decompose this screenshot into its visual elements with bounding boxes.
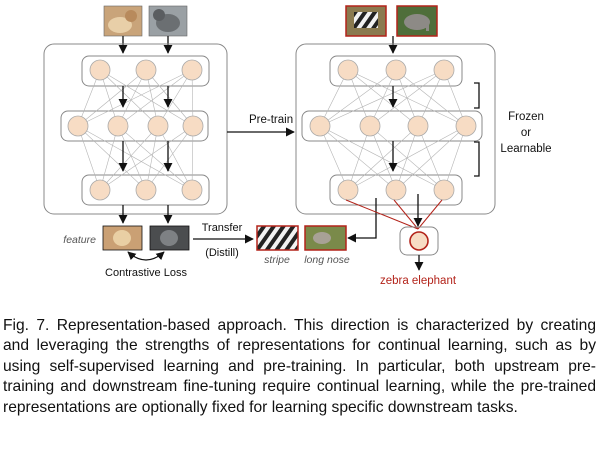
right-edge [319,69,349,127]
pretrain-label: Pre-train [249,114,293,126]
network-connections [77,69,467,191]
cat-feature-1 [102,225,143,251]
right-layer-2 [301,110,483,142]
left-edge [77,69,147,127]
feature-extract-arrow [347,198,377,243]
left-node-2-2 [107,115,129,137]
long-nose-label: long nose [304,254,350,266]
right-layer-3 [329,174,463,206]
right-node-2-4 [455,115,477,137]
right-node-1-1 [337,59,359,81]
left-edge [77,125,147,191]
left-node-2-1 [67,115,89,137]
long-nose-photo [304,225,347,251]
left-edge [117,125,193,191]
right-node-1-3 [433,59,455,81]
right-node-1-2 [385,59,407,81]
left-edge [77,125,101,191]
right-edge [319,69,397,127]
right-node-2-1 [309,115,331,137]
contrastive-loss-label: Contrastive Loss [105,267,187,279]
left-edge [145,69,194,127]
elephant-photo [396,5,438,37]
right-node-2-3 [407,115,429,137]
cat-feature-2 [149,225,190,251]
left-edge [99,69,194,127]
right-edge [347,125,419,191]
left-edge [99,69,159,127]
right-edge [395,125,467,191]
left-node-1-3 [181,59,203,81]
stripe-photo [256,225,299,251]
left-layer-2 [60,110,209,142]
right-layer-1 [329,55,463,87]
left-edge [99,125,194,191]
right-node-3-2 [385,179,407,201]
left-edge [117,125,147,191]
left-node-2-3 [147,115,169,137]
zebra-photo [345,5,387,37]
figure-caption: Fig. 7. Representation-based approach. T… [3,317,596,416]
transfer-label: Transfer [202,222,243,234]
left-layer-1 [81,55,210,87]
frozen-label: Frozen [508,111,544,123]
distill-label: (Distill) [205,247,239,259]
right-edge [369,69,445,127]
network-nodes [67,59,477,201]
left-node-1-1 [89,59,111,81]
right-edge [319,125,397,191]
stripe-label: stripe [264,254,290,266]
left-edge [191,125,194,191]
left-edge [77,125,193,191]
right-edge [443,125,467,191]
contrastive-arc [127,251,165,261]
left-edge [117,69,147,127]
right-node-3-1 [337,179,359,201]
cat-photo-1 [103,5,143,37]
left-node-3-3 [181,179,203,201]
left-node-2-4 [182,115,204,137]
left-node-3-1 [89,179,111,201]
frozen-bracket-bottom [474,141,480,177]
feature-label: feature [63,234,96,246]
right-edge [319,125,445,191]
left-edge [117,69,193,127]
or-label: or [521,127,531,139]
left-node-1-2 [135,59,157,81]
output-node [409,231,429,251]
left-node-3-2 [135,179,157,201]
left-network-box [43,43,228,215]
left-edge [77,69,193,127]
right-edge [319,69,445,127]
learnable-label: Learnable [500,143,551,155]
left-edge [99,125,159,191]
output-label: zebra elephant [380,275,457,287]
left-edge [157,125,193,191]
left-edge [145,125,194,191]
left-edge [99,125,119,191]
left-layer-3 [81,174,210,206]
right-edge [347,125,371,191]
left-edge [145,125,159,191]
frozen-bracket-top [474,82,480,109]
right-edge [319,125,349,191]
right-network-box [295,43,496,215]
cat-photo-2 [148,5,188,37]
right-edge [347,125,467,191]
left-edge [157,69,193,127]
right-node-2-2 [359,115,381,137]
right-node-3-3 [433,179,455,201]
figure-diagram: Pre-train Frozen or Learnable feature Co… [43,5,552,287]
